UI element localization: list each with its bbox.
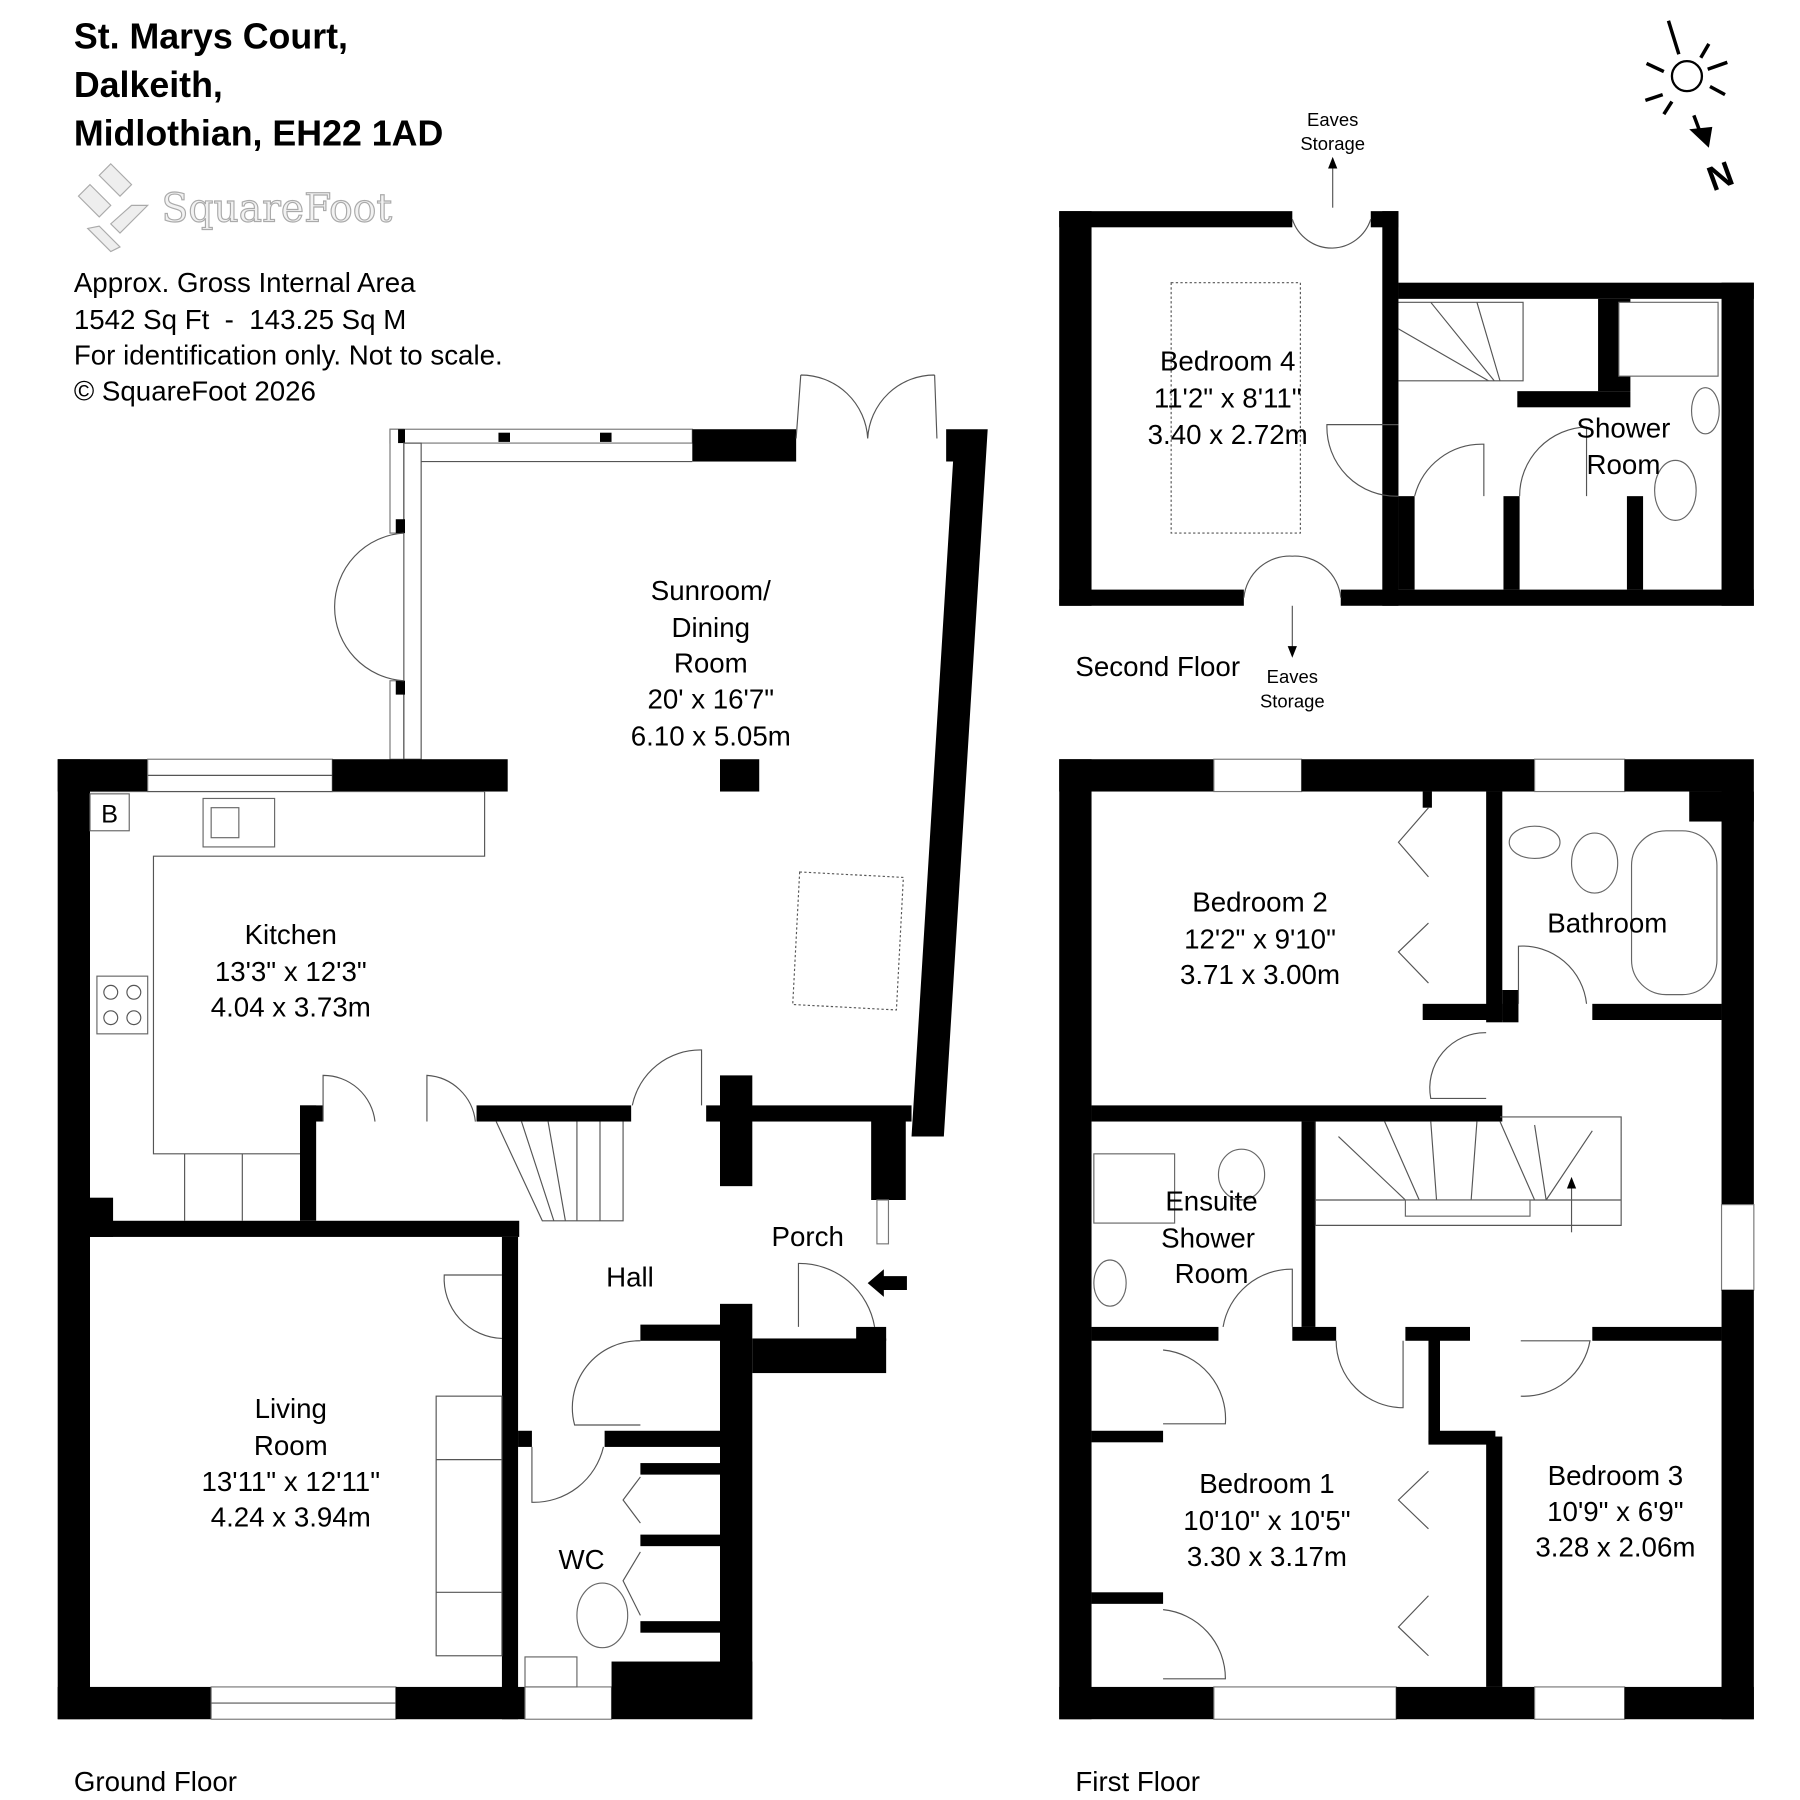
room-bathroom: Bathroom (1547, 907, 1667, 938)
logo-text: SquareFoot (162, 187, 393, 232)
ground-floor: B (57, 374, 988, 1720)
area-label: Approx. Gross Internal Area (74, 267, 416, 298)
compass-north-label: N (1702, 155, 1738, 199)
bath-icon (1630, 830, 1718, 996)
room-hall: Hall (606, 1262, 654, 1293)
first-floor (1059, 758, 1755, 1720)
shower-tray-icon (1093, 1153, 1176, 1224)
basin-icon (1093, 1259, 1127, 1307)
first-floor-label: First Floor (1075, 1766, 1200, 1797)
address-line-2: Dalkeith, (74, 65, 223, 105)
basin-icon (1508, 825, 1561, 860)
basin-icon (1690, 387, 1720, 435)
second-floor-label: Second Floor (1075, 651, 1240, 682)
header: St. Marys Court, Dalkeith, Midlothian, E… (74, 16, 503, 406)
disclaimer: For identification only. Not to scale. (74, 340, 503, 371)
boiler-label: B (101, 801, 118, 829)
toilet-icon (1570, 832, 1619, 894)
room-wc: WC (558, 1544, 604, 1575)
address-line-3: Midlothian, EH22 1AD (74, 113, 443, 153)
squarefoot-logo: SquareFoot (77, 163, 393, 253)
basin-icon (524, 1656, 578, 1688)
copyright: © SquareFoot 2026 (74, 375, 316, 406)
toilet-icon (576, 1582, 629, 1649)
hob-icon (96, 975, 149, 1035)
entrance-arrow-icon (867, 1269, 907, 1297)
room-porch: Porch (772, 1221, 844, 1252)
area-value: 1542 Sq Ft - 143.25 Sq M (74, 304, 406, 335)
toilet-icon (1217, 1148, 1266, 1201)
address-line-1: St. Marys Court, (74, 16, 348, 56)
second-floor (1059, 156, 1754, 658)
ground-floor-label: Ground Floor (74, 1766, 237, 1797)
shower-tray-icon (1618, 301, 1719, 377)
compass-sun-icon (1644, 20, 1728, 148)
toilet-icon (1654, 459, 1697, 521)
